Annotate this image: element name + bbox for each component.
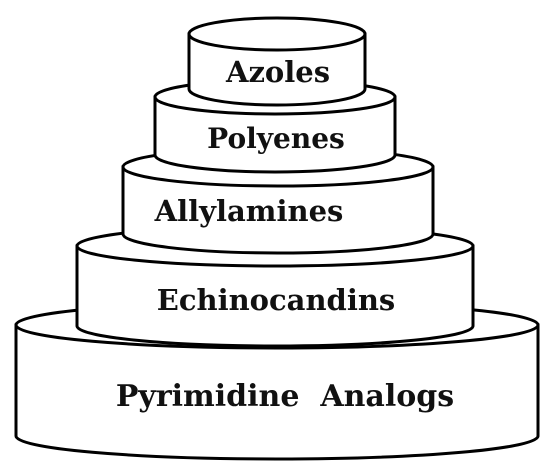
tier-azoles: Azoles <box>187 16 367 107</box>
tier-azoles-top <box>187 16 367 52</box>
tier-allylamines-body <box>121 165 435 255</box>
tier-echinocandins-body <box>75 244 475 348</box>
tier-azoles-label: Azoles <box>225 55 330 89</box>
tier-polyenes-label: Polyenes <box>207 122 345 155</box>
tier-echinocandins-label: Echinocandins <box>157 283 396 317</box>
tier-polyenes-body <box>153 95 397 174</box>
tier-azoles-body <box>187 32 367 107</box>
tier-allylamines-label: Allylamines <box>154 194 344 228</box>
tier-pyrimidine-analogs-body <box>14 323 540 461</box>
tier-pyrimidine-analogs-label: Pyrimidine Analogs <box>116 379 454 414</box>
